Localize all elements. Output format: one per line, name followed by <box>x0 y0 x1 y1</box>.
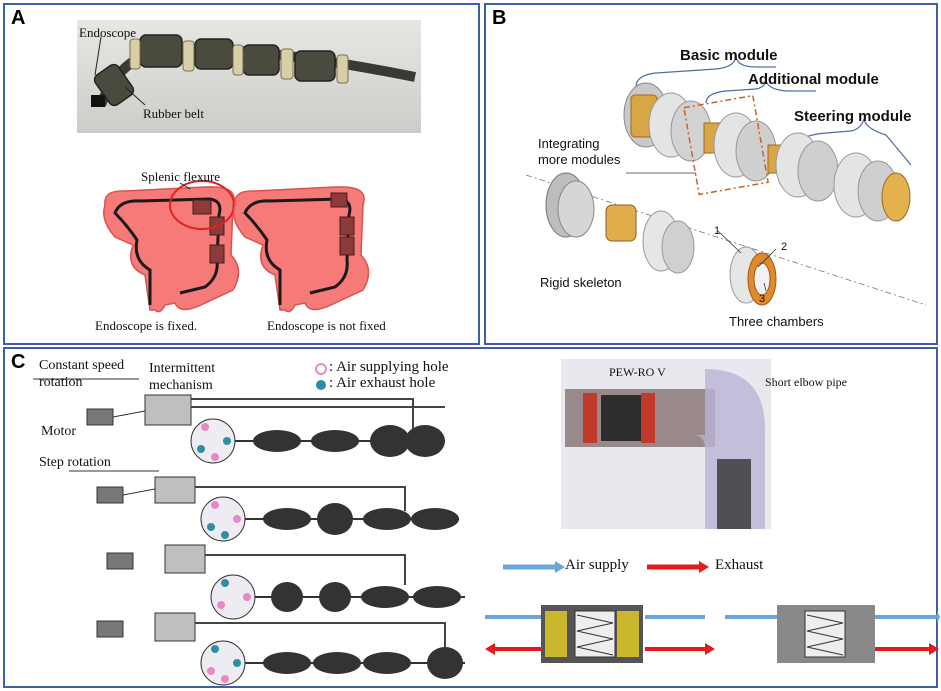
air-supplying-hole-legend: : Air supplying hole <box>329 359 449 375</box>
integrating-label-line2: more modules <box>538 152 621 167</box>
step-rotation-label: Step rotation <box>39 455 111 470</box>
colon-fixed-illustration <box>103 180 240 313</box>
panel-b-drawing <box>525 54 927 306</box>
intermittent-label-line2: mechanism <box>149 378 213 393</box>
exhaust-label: Exhaust <box>715 557 764 573</box>
pew-label: PEW-RO V <box>609 365 666 379</box>
additional-module-label: Additional module <box>748 71 879 88</box>
rubber-belt-label: Rubber belt <box>143 106 205 121</box>
panel-b-label: B <box>492 7 507 29</box>
mechanism-row-2 <box>96 476 459 542</box>
caption-fixed: Endoscope is fixed. <box>95 318 198 333</box>
panel-a-label: A <box>11 7 26 29</box>
intermittent-label-line1: Intermittent <box>149 361 216 376</box>
chamber-number-2: 2 <box>781 241 788 253</box>
steering-module-label: Steering module <box>794 108 912 125</box>
panel-a-drawing <box>77 20 421 313</box>
panel-b: B <box>484 3 938 345</box>
motor-label: Motor <box>41 424 76 439</box>
elbow-pipe-label: Short elbow pipe <box>765 375 847 389</box>
integrating-label-line1: Integrating <box>538 136 600 151</box>
rigid-skeleton-label: Rigid skeleton <box>540 275 622 290</box>
air-supply-label: Air supply <box>565 557 629 573</box>
mechanism-row-4 <box>96 612 465 686</box>
colon-not-fixed-illustration <box>233 186 370 313</box>
supply-hole-icon <box>315 363 327 375</box>
air-exhaust-hole-legend: : Air exhaust hole <box>329 375 436 391</box>
mechanism-row-3 <box>106 544 465 620</box>
caption-not-fixed: Endoscope is not fixed <box>267 318 386 333</box>
module-chain <box>623 82 911 222</box>
chamber-number-3: 3 <box>759 293 766 305</box>
panel-c: C <box>3 347 940 688</box>
constant-speed-label-line1: Constant speed <box>39 358 125 373</box>
valve-left <box>485 605 715 663</box>
panel-c-drawing <box>33 359 940 686</box>
chamber-number-1: 1 <box>714 225 721 237</box>
endoscope-label: Endoscope <box>79 25 137 40</box>
panel-a: A <box>3 3 480 345</box>
panel-c-label: C <box>11 351 26 373</box>
mechanism-row-1 <box>86 394 445 464</box>
exhaust-hole-icon <box>316 380 326 390</box>
basic-module-label: Basic module <box>680 47 778 64</box>
three-chambers-label: Three chambers <box>729 314 824 329</box>
valve-right <box>725 605 940 663</box>
constant-speed-label-line2: rotation <box>39 375 83 390</box>
splenic-flexure-label: Splenic flexure <box>141 169 221 184</box>
